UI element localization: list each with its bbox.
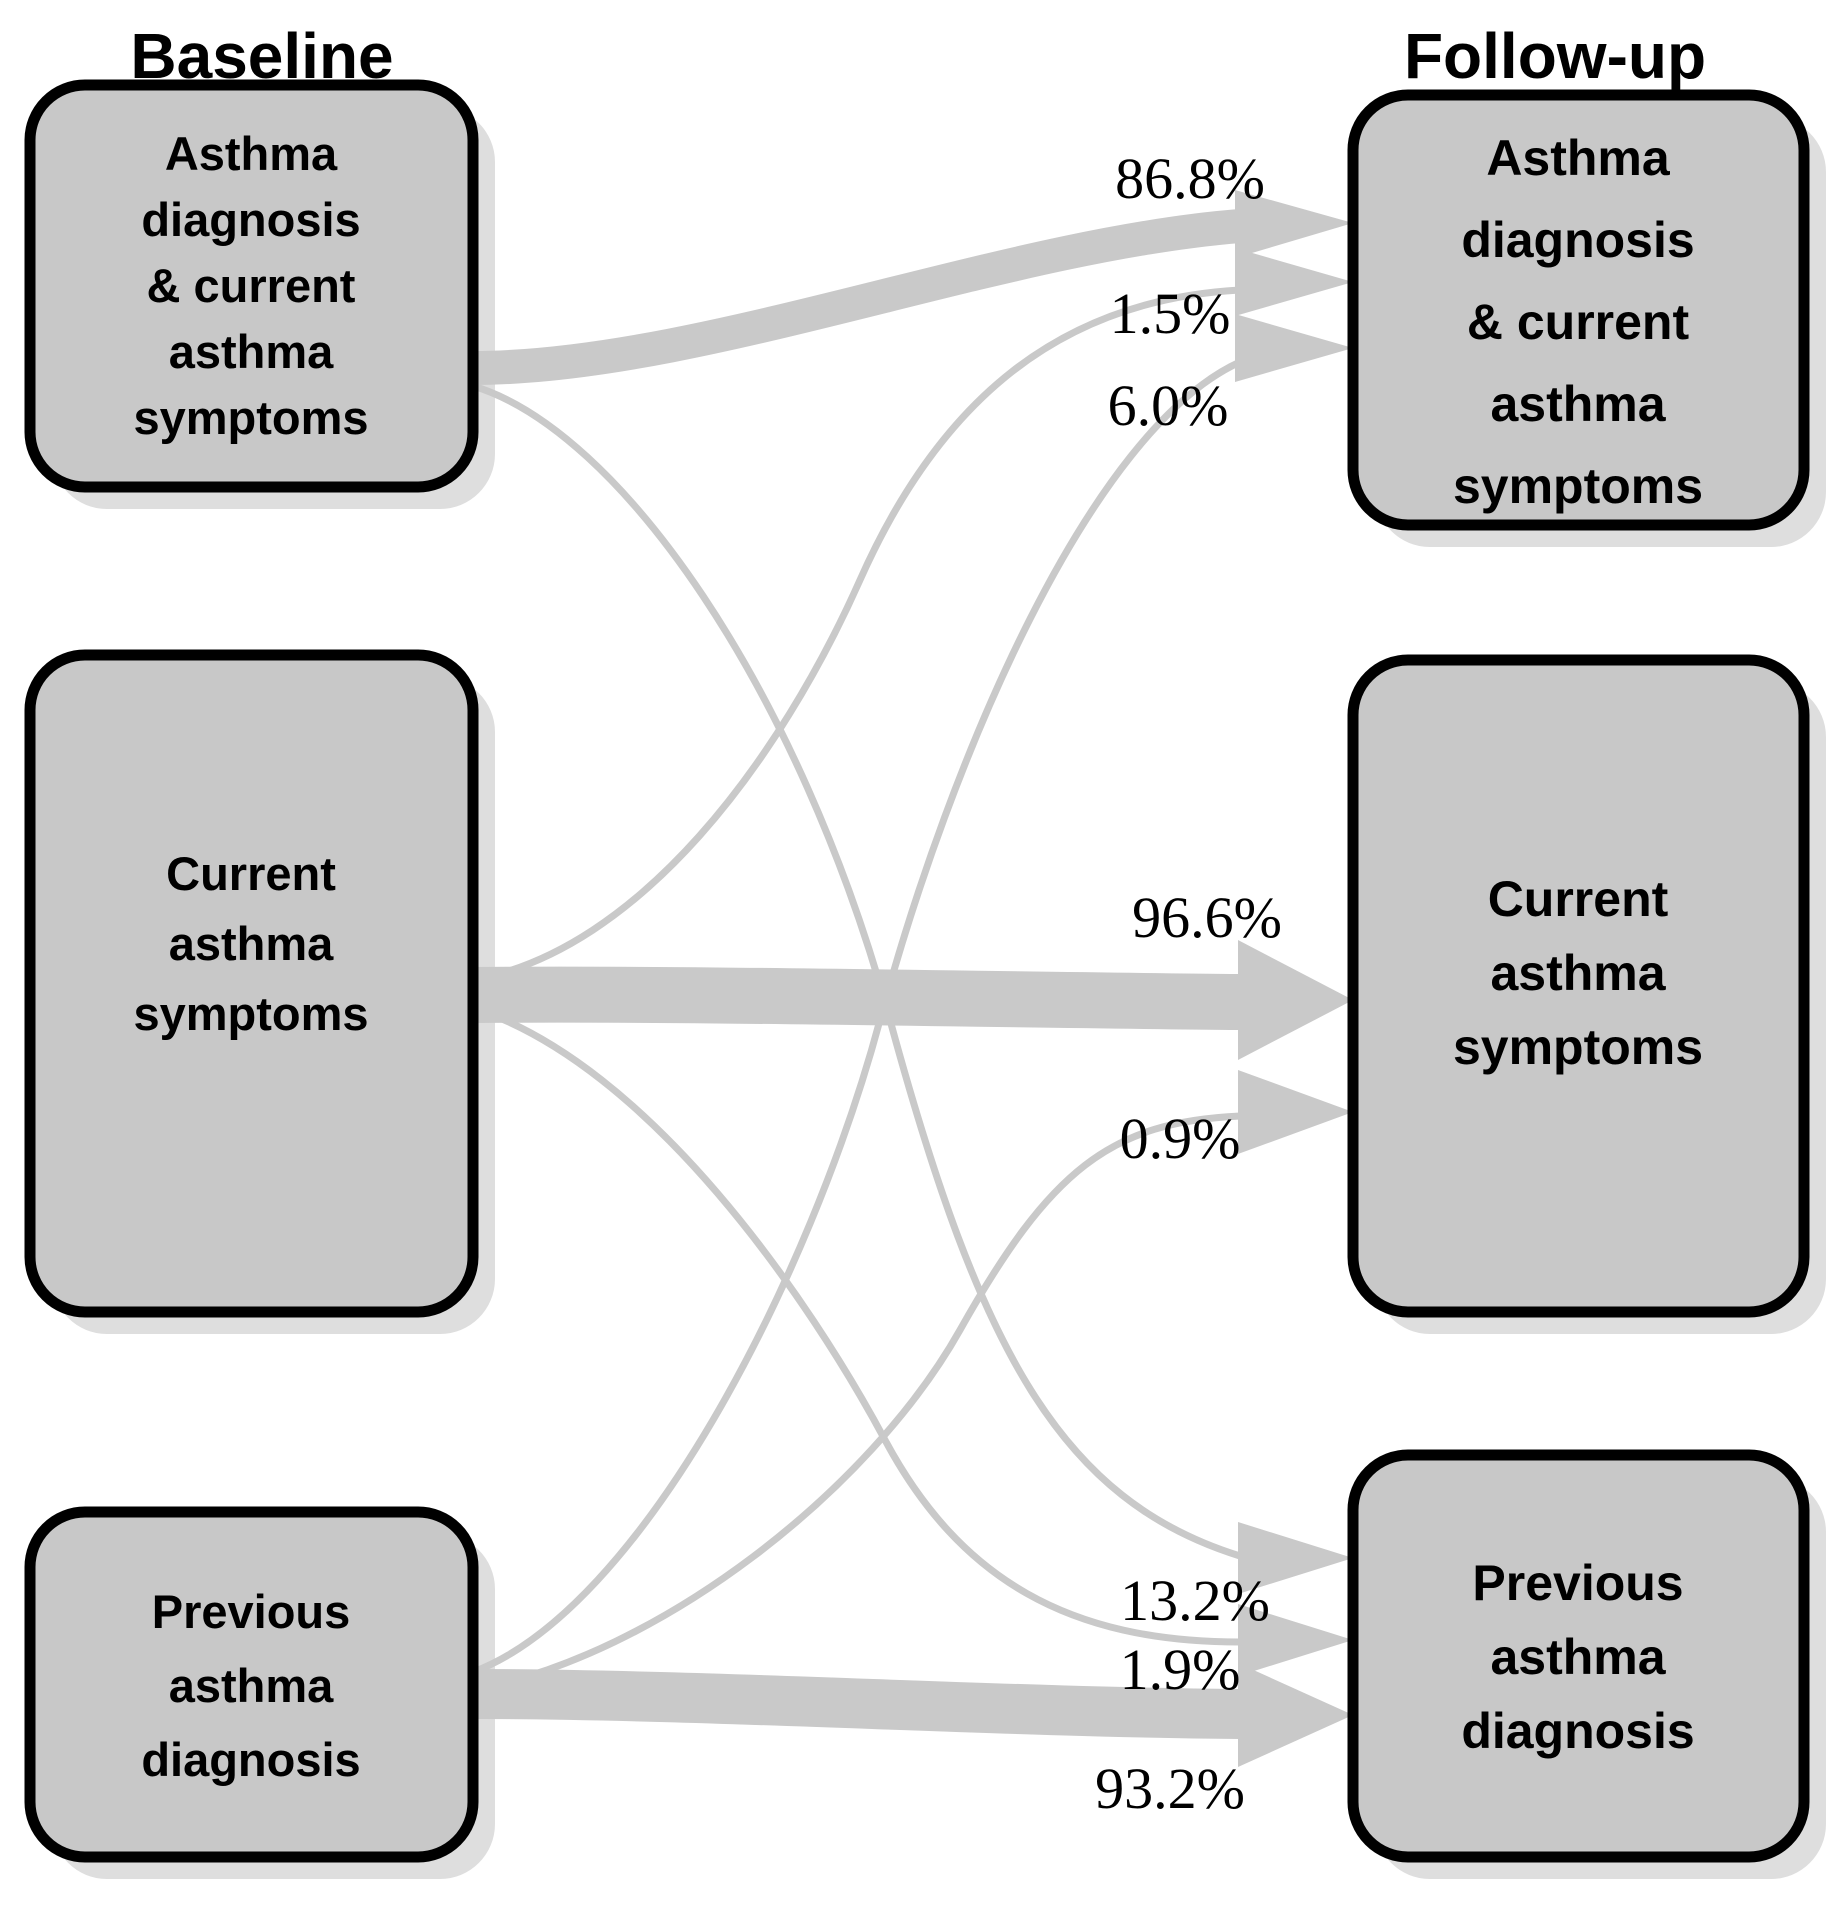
flow-shaft-93.2 xyxy=(472,1669,1241,1739)
arrowhead-1.5 xyxy=(1235,248,1353,316)
followup-column-header: Follow-up xyxy=(1404,20,1706,92)
box-label-line: & current xyxy=(1467,294,1690,350)
box-label-line: asthma xyxy=(169,917,334,970)
box-label-line: asthma xyxy=(1490,376,1666,432)
flow-shaft-96.6 xyxy=(472,966,1241,1030)
flow-label-0.9: 0.9% xyxy=(1120,1106,1241,1171)
followup-box-2-label: Current asthma symptoms xyxy=(1453,871,1703,1075)
followup-box-1-label: Asthma diagnosis & current asthma sympto… xyxy=(1453,130,1703,514)
flow-line-0.9 xyxy=(472,1112,1241,1694)
box-label-line: asthma xyxy=(1490,945,1666,1001)
followup-box-current-symptoms xyxy=(1347,654,1810,1318)
flow-label-96.6: 96.6% xyxy=(1132,885,1282,950)
box-label-line: symptoms xyxy=(133,391,368,444)
baseline-box-asthma-dx-and-symptoms xyxy=(24,79,479,493)
box-label-line: Current xyxy=(166,847,336,900)
arrowhead-6.0 xyxy=(1235,314,1353,382)
flow-label-6.0: 6.0% xyxy=(1108,373,1229,438)
box-label-line: diagnosis xyxy=(1461,212,1694,268)
followup-box-previous-diagnosis xyxy=(1347,1449,1810,1863)
arrowhead-1.9 xyxy=(1238,1604,1353,1676)
box-label-line: asthma xyxy=(1490,1629,1666,1685)
box-label-line: symptoms xyxy=(1453,458,1703,514)
baseline-box-1-label: Asthma diagnosis & current asthma sympto… xyxy=(133,127,368,444)
baseline-box-2-label: Current asthma symptoms xyxy=(133,847,368,1040)
box-label-line: Asthma xyxy=(165,127,338,180)
flow-label-13.2: 13.2% xyxy=(1120,1568,1270,1633)
box-label-line: diagnosis xyxy=(1461,1703,1694,1759)
box-label-line: Previous xyxy=(152,1585,351,1638)
flow-label-1.5: 1.5% xyxy=(1110,281,1231,346)
flow-line-1.9 xyxy=(471,1004,1241,1646)
flow-shaft-86.8 xyxy=(472,209,1242,385)
flow-label-86.8: 86.8% xyxy=(1115,146,1265,211)
flow-label-93.2: 93.2% xyxy=(1095,1756,1245,1821)
box-label-line: symptoms xyxy=(133,987,368,1040)
flow-line-1.5 xyxy=(472,286,1241,984)
box-label-line: symptoms xyxy=(1453,1019,1703,1075)
arrowhead-13.2 xyxy=(1238,1522,1353,1594)
baseline-box-current-symptoms xyxy=(24,649,479,1318)
arrowhead-96.6 xyxy=(1238,940,1353,1060)
box-label-line: diagnosis xyxy=(141,193,360,246)
box-label-line: asthma xyxy=(169,325,334,378)
followup-box-asthma-dx-and-symptoms xyxy=(1347,89,1810,531)
followup-box-3-label: Previous asthma diagnosis xyxy=(1461,1555,1694,1759)
flow-label-1.9: 1.9% xyxy=(1120,1637,1241,1702)
arrowhead-86.8 xyxy=(1235,190,1353,258)
baseline-box-previous-diagnosis xyxy=(24,1506,479,1863)
baseline-box-3-label: Previous asthma diagnosis xyxy=(141,1585,360,1786)
box-label-line: Current xyxy=(1488,871,1669,927)
box-label-line: Asthma xyxy=(1486,130,1671,186)
box-label-line: diagnosis xyxy=(141,1733,360,1786)
arrowhead-0.9 xyxy=(1238,1070,1353,1154)
box-label-line: & current xyxy=(147,259,356,312)
box-label-line: asthma xyxy=(169,1659,334,1712)
box-label-line: Previous xyxy=(1472,1555,1683,1611)
arrowhead-93.2 xyxy=(1238,1663,1353,1767)
